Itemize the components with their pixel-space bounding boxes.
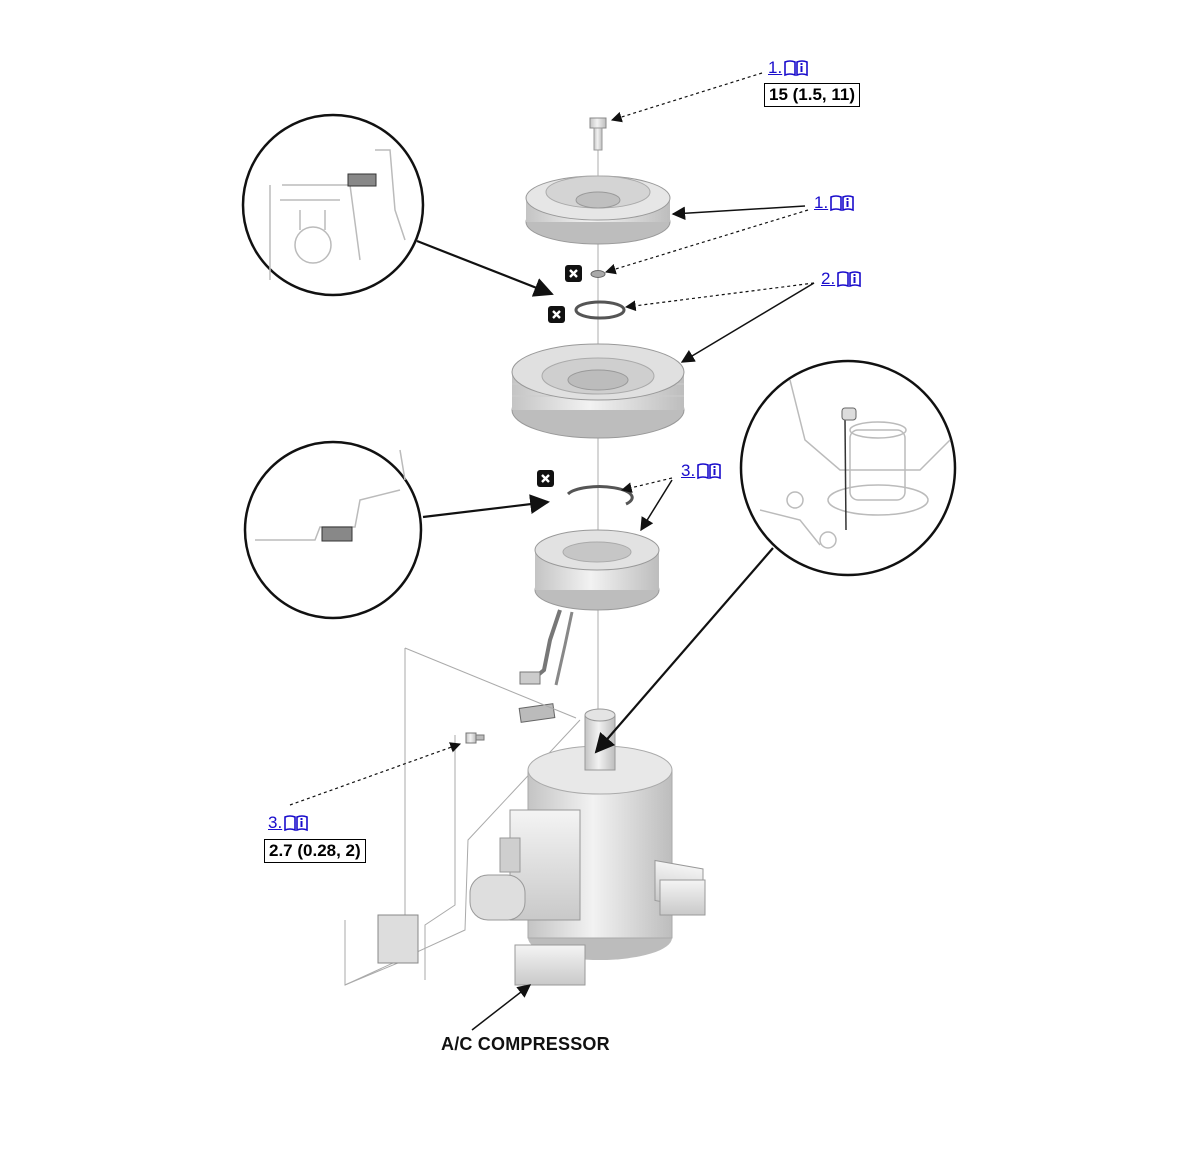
book-info-icon: [830, 195, 854, 212]
ref-link-label: 2.: [821, 269, 836, 288]
book-info-icon: [284, 815, 308, 832]
arrow-detail-mid: [422, 494, 550, 519]
ref-link-3-field-coil[interactable]: 3.: [681, 461, 722, 481]
detail-circle-snap-ring-top: [241, 113, 425, 297]
book-info-icon: [784, 60, 808, 77]
replace-part-x-icon: [537, 470, 554, 487]
leader-snap-ring-lower: [620, 477, 673, 493]
component-caption: A/C COMPRESSOR: [441, 1034, 610, 1054]
bolt: [589, 117, 607, 151]
arrow-detail-top: [416, 239, 554, 297]
shim: [590, 270, 606, 278]
leader-pressure-plate: [671, 205, 806, 221]
pressure-plate: [525, 175, 671, 245]
small-bolt: [465, 732, 485, 744]
torque-spec-top: 15 (1.5, 11): [764, 83, 861, 107]
detail-circle-snap-ring-lower: [243, 440, 423, 620]
leader-compressor: [471, 984, 532, 1031]
replace-part-x-icon: [548, 306, 565, 323]
leader-bolt: [610, 72, 763, 123]
leader-small-bolt: [289, 742, 462, 806]
detail-circle-clearance: [739, 359, 957, 577]
leader-shim: [604, 209, 809, 275]
ref-link-1-bolt[interactable]: 1.: [768, 58, 809, 78]
arrow-detail-right: [594, 547, 774, 754]
replace-part-x-icon: [565, 265, 582, 282]
leader-field-coil: [640, 479, 673, 532]
ref-link-label: 3.: [681, 461, 696, 480]
ref-link-1-plate[interactable]: 1.: [814, 193, 855, 213]
ref-link-3-bracket-bolt[interactable]: 3.: [268, 813, 309, 833]
ref-link-label: 1.: [814, 193, 829, 212]
snap-ring-lower: [566, 485, 634, 506]
ref-link-label: 1.: [768, 58, 783, 77]
bracket-outline: [344, 647, 581, 986]
torque-spec-bottom: 2.7 (0.28, 2): [264, 839, 366, 863]
ref-link-2-pulley[interactable]: 2.: [821, 269, 862, 289]
field-coil: [518, 529, 660, 723]
ac-compressor: [469, 708, 706, 986]
snap-ring-upper: [574, 300, 626, 320]
book-info-icon: [697, 463, 721, 480]
leader-snap-ring-upper: [624, 282, 815, 312]
pulley: [511, 343, 685, 439]
leader-pulley: [680, 282, 815, 363]
ref-link-label: 3.: [268, 813, 283, 832]
book-info-icon: [837, 271, 861, 288]
